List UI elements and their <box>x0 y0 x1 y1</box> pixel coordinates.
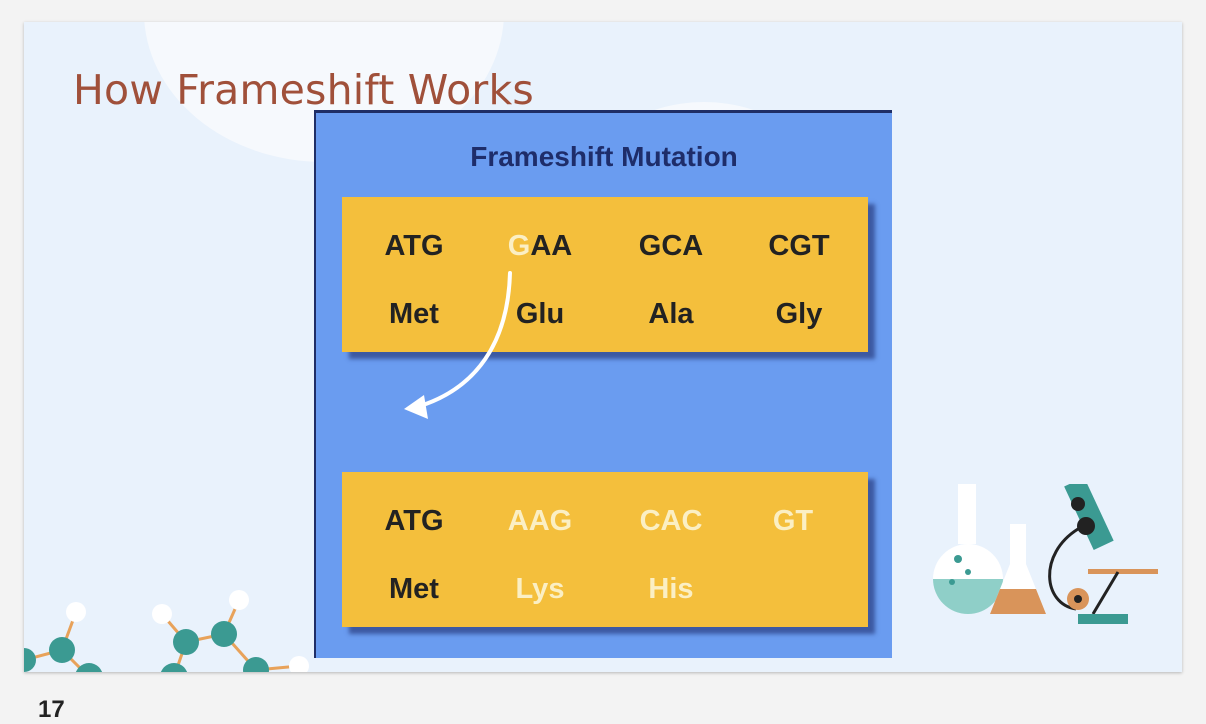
amino-acid-cell: Met <box>389 298 439 330</box>
mutated-amino-row: Met Lys His <box>342 572 868 606</box>
amino-acid-cell: Lys <box>515 573 565 605</box>
codon-cell: ATG <box>384 505 444 537</box>
slide-title: How Frameshift Works <box>73 66 534 114</box>
original-codon-row: ATG GAA GCA CGT <box>342 229 868 263</box>
codon-cell-shifted: CAC <box>639 505 703 537</box>
mutated-sequence-box: ATG AAG CAC GT Met Lys His <box>342 472 868 627</box>
codon-cell-shifted: AAG <box>507 505 573 537</box>
original-sequence-box: ATG GAA GCA CGT Met Glu Ala Gly <box>342 197 868 352</box>
mutated-codon-row: ATG AAG CAC GT <box>342 504 868 538</box>
codon-rest: AA <box>530 230 573 262</box>
amino-acid-cell: Ala <box>648 298 694 330</box>
microscope-icon <box>1048 484 1158 624</box>
figure-title: Frameshift Mutation <box>470 141 738 172</box>
original-amino-row: Met Glu Ala Gly <box>342 297 868 331</box>
codon-cell: CGT <box>768 230 830 262</box>
codon-cell: ATG <box>384 230 444 262</box>
slide: How Frameshift Works Frameshift Mutation… <box>24 22 1182 672</box>
codon-cell-shifted: GAA <box>475 229 605 263</box>
amino-acid-cell: Glu <box>515 298 565 330</box>
amino-acid-cell: Met <box>389 573 439 605</box>
lab-flask-icon <box>933 484 1046 614</box>
codon-cell: GCA <box>638 230 704 262</box>
molecule-decoration <box>24 590 309 672</box>
amino-acid-cell: His <box>648 573 694 605</box>
frameshift-figure: Frameshift Mutation ATG GAA GCA CGT Met … <box>314 110 892 658</box>
inserted-base: G <box>507 230 531 262</box>
codon-cell-shifted: GT <box>772 505 814 537</box>
page-number: 17 <box>38 696 65 723</box>
lab-equipment-decoration <box>933 484 1158 624</box>
amino-acid-cell: Gly <box>775 298 823 330</box>
